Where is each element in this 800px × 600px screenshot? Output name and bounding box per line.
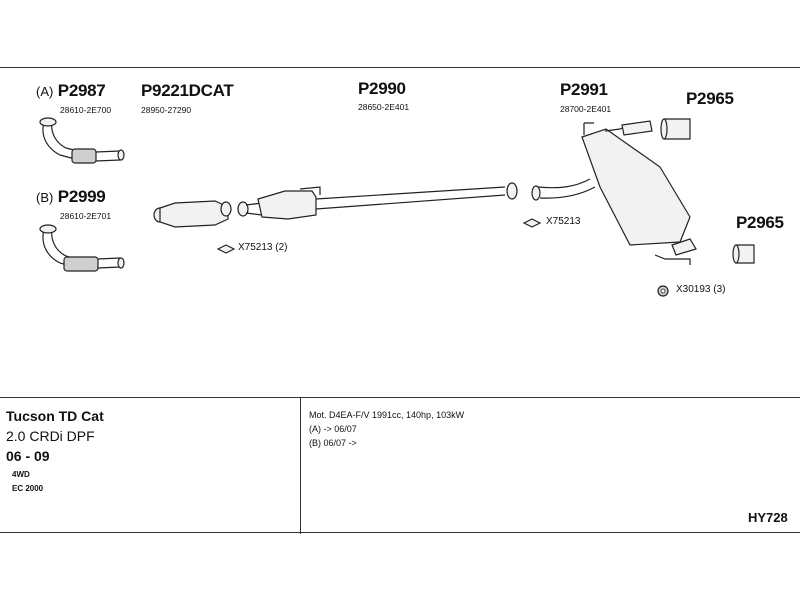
part-label-p2965-right[interactable]: P2965 [736, 213, 784, 232]
diagram-code: HY728 [748, 510, 788, 525]
diagram-sheet [0, 67, 800, 533]
clamp-icon [657, 285, 669, 297]
part-label-p2991[interactable]: P2991 [560, 80, 608, 99]
part-number: P2999 [57, 187, 106, 206]
vehicle-drive: 4WD [12, 470, 30, 479]
gasket-label-x75213-2[interactable]: X75213 (2) [238, 242, 288, 253]
oem-number: 28950-27290 [141, 105, 192, 115]
engine-spec: Mot. D4EA-F/V 1991cc, 140hp, 103kW [309, 410, 465, 420]
gasket-icon-1 [216, 244, 236, 254]
part-label-p2990[interactable]: P2990 [358, 79, 406, 98]
variant-a-label: (A) [36, 84, 54, 99]
variant-b-label: (B) [36, 190, 54, 205]
tailpipe-top-drawing [660, 118, 691, 140]
vehicle-engine: 2.0 CRDi DPF [6, 428, 95, 444]
panel-divider [300, 398, 301, 534]
part-label-p2965-top[interactable]: P2965 [686, 89, 734, 108]
variant-b-spec: (B) 06/07 -> [309, 438, 357, 448]
gasket-icon-2 [522, 218, 542, 228]
front-pipe-a-drawing [39, 117, 125, 164]
front-pipe-b-drawing [39, 224, 125, 272]
part-label-p2999[interactable]: (B) P2999 [36, 187, 106, 207]
clamp-label-x30193-3[interactable]: X30193 (3) [676, 284, 726, 295]
vehicle-info-panel: Tucson TD Cat 2.0 CRDi DPF 06 - 09 4WD E… [0, 397, 800, 534]
oem-number: 28610-2E700 [60, 105, 112, 115]
vehicle-years: 06 - 09 [6, 448, 50, 464]
exhaust-diagram: (A) P2987 28610-2E700 (B) P2999 28610-2E… [0, 67, 800, 397]
middle-pipe-drawing [237, 182, 518, 220]
oem-number: 28700-2E401 [560, 104, 612, 114]
variant-a-spec: (A) -> 06/07 [309, 424, 357, 434]
gasket-label-x75213[interactable]: X75213 [546, 216, 581, 227]
oem-number: 28610-2E701 [60, 211, 112, 221]
exhaust-drawing [39, 117, 755, 297]
catalytic-converter-drawing [153, 200, 232, 228]
tailpipe-right-drawing [732, 244, 755, 264]
vehicle-model: Tucson TD Cat [6, 408, 104, 424]
vehicle-emission: EC 2000 [12, 484, 44, 493]
rear-silencer-drawing [531, 120, 697, 265]
part-number: P2987 [57, 81, 106, 100]
oem-number: 28650-2E401 [358, 102, 410, 112]
part-label-p9221dcat[interactable]: P9221DCAT [141, 81, 234, 100]
part-label-p2987[interactable]: (A) P2987 [36, 81, 106, 101]
